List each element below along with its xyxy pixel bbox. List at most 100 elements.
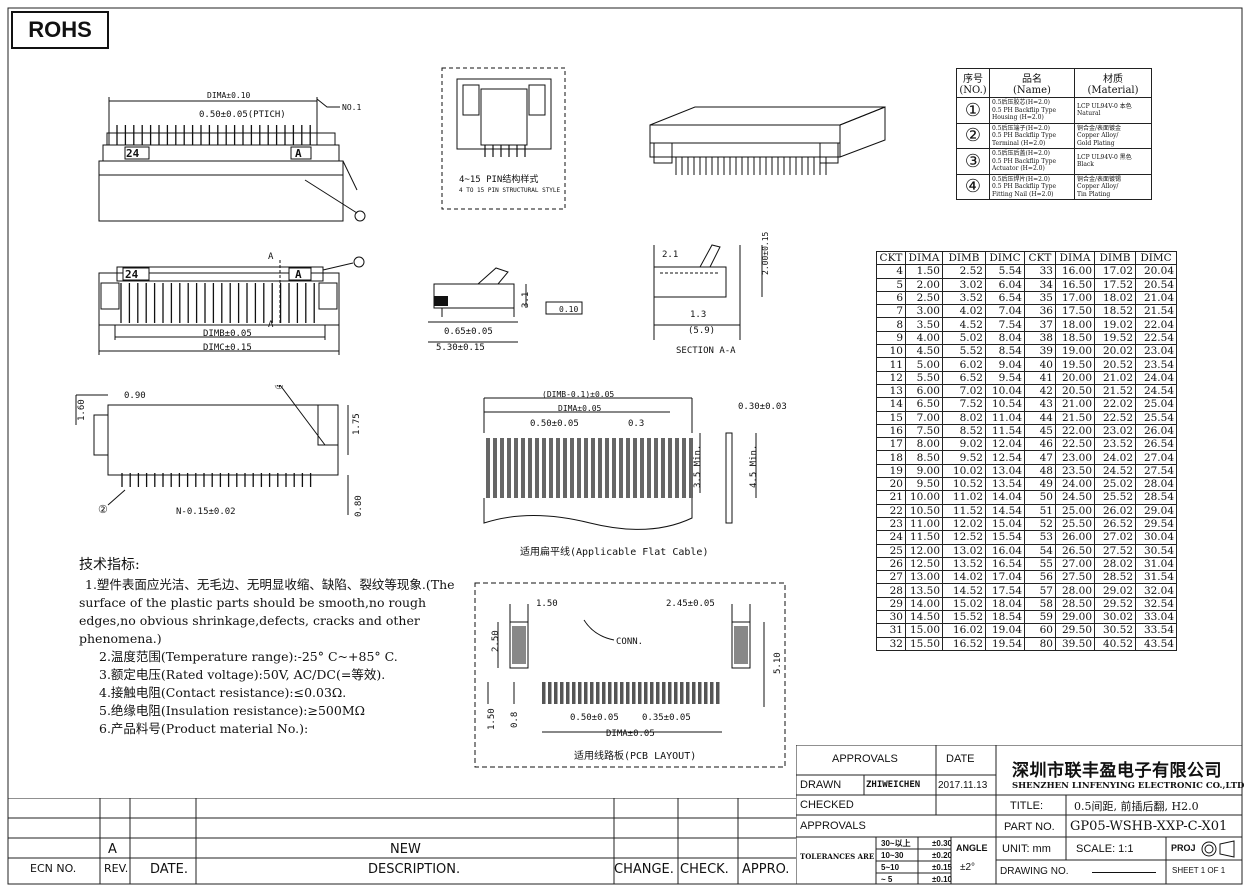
- pcb-pad: [548, 682, 552, 704]
- dim-cell: 28: [876, 583, 906, 598]
- dim-cell: 13.04: [985, 463, 1025, 479]
- dim-cell: 29.00: [1055, 610, 1095, 625]
- dim-cell: 9.54: [985, 370, 1025, 385]
- top-a-bottom: A: [268, 320, 274, 330]
- dim-cell: 26.04: [1135, 423, 1177, 439]
- pcb-p050: 0.50±0.05: [570, 713, 619, 723]
- dim-cell: 21.52: [1094, 383, 1136, 399]
- pcb-pad: [680, 682, 684, 704]
- dim-cell: 30: [876, 610, 906, 625]
- pcb-pad: [554, 682, 558, 704]
- side-flat: 0.10: [559, 305, 578, 314]
- dim-cell: 17.52: [1094, 277, 1136, 292]
- bottom-d090: 0.90: [124, 391, 146, 401]
- dim-cell: 15.02: [942, 596, 986, 612]
- rev-desc: NEW: [390, 842, 421, 857]
- fpc-strip: [584, 438, 588, 498]
- bottom-circle-2: ②: [98, 503, 108, 516]
- top-dimc: DIMC±0.15: [203, 343, 252, 353]
- tol-row: 5~10±0.15: [881, 863, 952, 872]
- dim-cell: 29.50: [1055, 623, 1095, 638]
- dim-cell: 22.52: [1094, 410, 1136, 425]
- dim-cell: 3.50: [905, 317, 943, 332]
- pcb-pad: [602, 682, 606, 704]
- tb-part-label: PART NO.: [1004, 821, 1055, 833]
- dim-cell: 26.50: [1055, 543, 1095, 558]
- dim-cell: 11.50: [905, 530, 943, 545]
- hdr-rev: REV.: [104, 862, 129, 875]
- dim-cell: 13: [876, 383, 906, 399]
- fpc-45min: 4.5 Min.: [749, 445, 759, 488]
- dim-cell: 3.00: [905, 304, 943, 319]
- pcb-conn: CONN.: [616, 637, 643, 647]
- pcb-pad: [590, 682, 594, 704]
- tb-date-h: DATE: [946, 753, 975, 765]
- dim-cell: 31.04: [1135, 556, 1177, 572]
- fpc-strip: [689, 438, 693, 498]
- fpc-strip: [577, 438, 581, 498]
- dim-cell: 18: [876, 450, 906, 465]
- dim-cell: 39: [1024, 344, 1056, 359]
- pcb-pad: [716, 682, 720, 704]
- fpc-strip: [514, 438, 518, 498]
- dim-cell: 2.52: [942, 264, 986, 279]
- dim-cell: 37: [1024, 317, 1056, 332]
- fpc-dimb: (DIMB-0.1)±0.05: [542, 390, 614, 399]
- dim-cell: 22.02: [1094, 397, 1136, 412]
- section-label: SECTION A-A: [676, 346, 736, 356]
- dim-cell: 15.00: [905, 623, 943, 638]
- dim-cell: 24.02: [1094, 450, 1136, 465]
- dim-cell: 12.02: [942, 516, 986, 532]
- fpc-strip: [619, 438, 623, 498]
- mat-no: ①: [956, 97, 990, 124]
- dim-cell: 33.04: [1135, 610, 1177, 625]
- dim-cell: 17.00: [1055, 290, 1095, 306]
- pcb-pad: [542, 682, 546, 704]
- mat-header: 序号(NO.): [956, 68, 990, 98]
- fpc-strip: [535, 438, 539, 498]
- fpc-strip: [675, 438, 679, 498]
- hdr-appro: APPRO.: [742, 862, 790, 877]
- dim-cell: 28.54: [1135, 490, 1177, 505]
- dim-cell: 44: [1024, 410, 1056, 425]
- mat-no: ③: [956, 148, 990, 175]
- dim-cell: 9.00: [905, 463, 943, 479]
- dim-cell: 10.02: [942, 463, 986, 479]
- dim-cell: 29.52: [1094, 596, 1136, 612]
- dim-cell: 10: [876, 344, 906, 359]
- dim-cell: 17.02: [1094, 264, 1136, 279]
- dim-cell: 25.54: [1135, 410, 1177, 425]
- dim-cell: 20.04: [1135, 264, 1177, 279]
- fpc-strip: [500, 438, 504, 498]
- hdr-ecn: ECN NO.: [30, 862, 77, 875]
- dim-cell: 23.04: [1135, 344, 1177, 359]
- section-d59: (5.9): [688, 326, 715, 336]
- dim-cell: 6: [876, 290, 906, 306]
- tb-unit: UNIT: mm: [1002, 843, 1051, 855]
- tb-drawn-by: ZHIWEICHEN: [866, 780, 921, 790]
- top-a-top: A: [268, 252, 274, 262]
- front-left-mark: 24: [126, 147, 140, 160]
- dim-header: DIMC: [1135, 250, 1177, 266]
- fpc-strip: [563, 438, 567, 498]
- tb-dwg-line: [1092, 872, 1156, 873]
- dim-cell: 28.02: [1094, 556, 1136, 572]
- fpc-strip: [647, 438, 651, 498]
- dim-cell: 8.54: [985, 344, 1025, 359]
- dim-cell: 22: [876, 503, 906, 518]
- dim-cell: 23: [876, 516, 906, 532]
- company-cn: 深圳市联丰盈电子有限公司: [1012, 761, 1222, 781]
